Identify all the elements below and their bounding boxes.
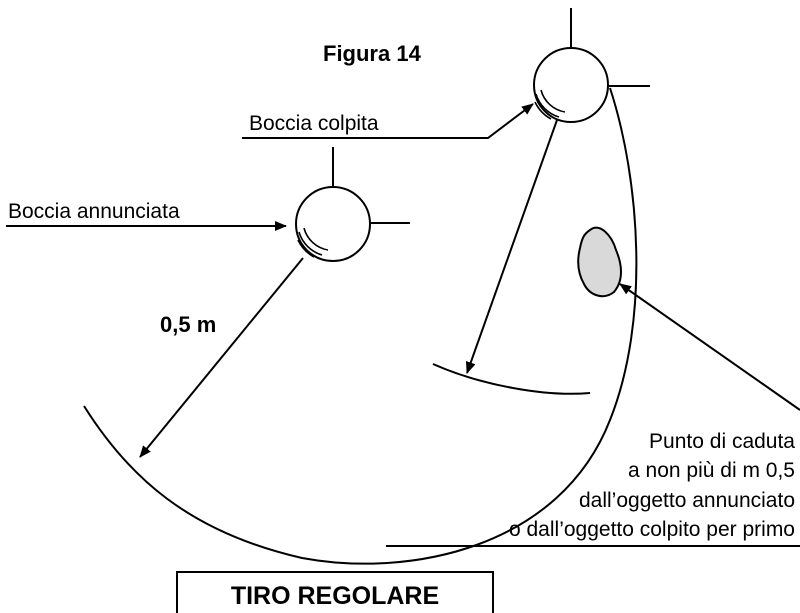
hit-ball-circle — [533, 47, 609, 123]
announced-ball-radius-arc — [83, 87, 638, 565]
announced-radius-arrow — [139, 257, 304, 458]
caption-box — [176, 571, 494, 613]
landing-leader — [619, 283, 800, 411]
hit-ball-label: Boccia colpita — [249, 112, 379, 135]
figure-title: Figura 14 — [323, 41, 422, 66]
landing-note-line-4: o dall’oggetto colpito per primo — [509, 518, 795, 541]
landing-note-line-3: dall’oggetto annunciato — [579, 489, 795, 512]
hit-ball-leader — [242, 103, 534, 139]
hit-ball-radius-arc — [432, 363, 591, 395]
announced-ball — [295, 147, 410, 262]
caption-text: TIRO REGOLARE — [231, 582, 439, 610]
announced-ball-label: Boccia annunciata — [8, 200, 180, 223]
announced-ball-circle — [295, 186, 371, 262]
landing-note-line-2: a non più di m 0,5 — [628, 459, 795, 482]
radius-label: 0,5 m — [160, 312, 216, 337]
landing-mark — [577, 226, 622, 298]
landing-note-line-1: Punto di caduta — [649, 430, 795, 453]
hit-radius-arrow — [465, 119, 558, 374]
hit-ball — [533, 8, 650, 123]
